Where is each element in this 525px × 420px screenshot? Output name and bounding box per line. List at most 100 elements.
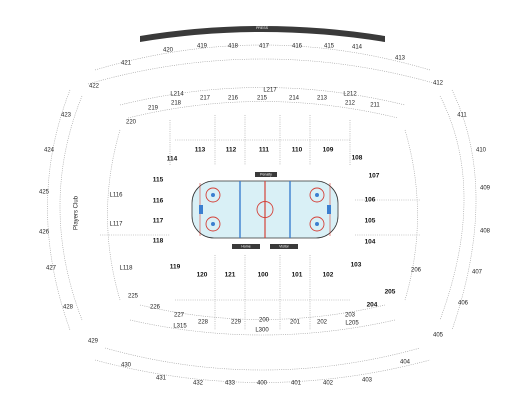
center-circle	[256, 201, 274, 218]
section-label[interactable]: 102	[323, 272, 334, 279]
section-label[interactable]: 205	[385, 289, 396, 296]
section-label[interactable]: 407	[472, 270, 483, 276]
section-label[interactable]: 228	[198, 320, 209, 326]
section-label[interactable]: 103	[351, 262, 362, 269]
press-box-label: PRESS	[256, 26, 269, 30]
section-label[interactable]: 216	[228, 96, 239, 102]
section-label[interactable]: 433	[225, 381, 236, 387]
section-label[interactable]: 406	[458, 301, 469, 307]
section-label[interactable]: 107	[369, 173, 380, 180]
section-label[interactable]: L116	[110, 193, 124, 199]
section-label[interactable]: 219	[148, 106, 159, 112]
press-box-bar	[140, 26, 385, 42]
section-label[interactable]: 405	[433, 333, 444, 339]
section-label[interactable]: 110	[292, 147, 303, 154]
section-label[interactable]: L300	[255, 328, 269, 334]
section-label[interactable]: 404	[400, 360, 411, 366]
section-label[interactable]: 428	[63, 305, 74, 311]
section-label[interactable]: 206	[411, 268, 422, 274]
section-label[interactable]: 401	[291, 381, 302, 387]
section-label[interactable]: 419	[197, 44, 208, 50]
visitor-bench-label: Visitor	[279, 245, 289, 249]
section-label[interactable]: 423	[61, 113, 72, 119]
goal-crease-right	[327, 205, 331, 214]
section-label[interactable]: 101	[292, 272, 303, 279]
section-label[interactable]: 411	[457, 113, 467, 119]
section-label[interactable]: 414	[352, 45, 363, 51]
section-label[interactable]: 429	[88, 339, 99, 345]
section-label[interactable]: 412	[433, 81, 444, 87]
section-label[interactable]: 113	[195, 147, 206, 154]
section-label[interactable]: L315	[173, 324, 187, 330]
section-label[interactable]: 116	[153, 198, 164, 205]
faceoff-dot	[211, 193, 215, 197]
section-label[interactable]: 117	[153, 218, 164, 225]
section-label[interactable]: 119	[170, 264, 181, 271]
section-label[interactable]: L214	[170, 92, 184, 98]
section-label[interactable]: 114	[167, 156, 178, 163]
section-label[interactable]: 215	[257, 96, 268, 102]
section-label[interactable]: L118	[120, 266, 134, 272]
section-label[interactable]: 104	[365, 239, 376, 246]
section-label[interactable]: 421	[121, 61, 132, 67]
section-label[interactable]: 202	[317, 320, 328, 326]
section-label[interactable]: 403	[362, 378, 373, 384]
section-label[interactable]: 106	[365, 197, 376, 204]
section-label[interactable]: 426	[39, 230, 50, 236]
section-label[interactable]: 200	[259, 318, 270, 324]
section-label[interactable]: 413	[395, 56, 406, 62]
section-label[interactable]: 212	[345, 101, 356, 107]
section-label[interactable]: 121	[225, 272, 236, 279]
section-label[interactable]: 417	[259, 44, 270, 50]
section-label[interactable]: 420	[163, 48, 174, 54]
section-label[interactable]: 108	[352, 155, 363, 162]
section-label[interactable]: 408	[480, 229, 491, 235]
section-label[interactable]: 115	[153, 177, 164, 184]
section-label[interactable]: 402	[323, 381, 334, 387]
section-label[interactable]: 100	[258, 272, 269, 279]
section-label[interactable]: 225	[128, 294, 139, 300]
section-label[interactable]: 120	[197, 272, 208, 279]
section-label[interactable]: 218	[171, 101, 182, 107]
section-label[interactable]: L212	[343, 92, 357, 98]
section-label[interactable]: 409	[480, 186, 491, 192]
section-label[interactable]: 431	[156, 376, 167, 382]
players-club-label: Players Club	[74, 195, 80, 230]
section-labels: 420 419 418 417 416 415 414 413 412 411 …	[39, 44, 491, 387]
section-label[interactable]: 211	[370, 103, 380, 109]
section-label[interactable]: 422	[89, 84, 100, 90]
section-label[interactable]: 111	[259, 147, 270, 154]
section-label[interactable]: 415	[324, 44, 335, 50]
penalty-box-label: Penalty	[260, 173, 272, 177]
section-label[interactable]: 112	[226, 147, 237, 154]
section-label[interactable]: 217	[200, 96, 211, 102]
section-label[interactable]: 416	[292, 44, 303, 50]
ice-rink[interactable]	[191, 180, 339, 239]
section-label[interactable]: 220	[126, 120, 137, 126]
section-label[interactable]: 424	[44, 148, 55, 154]
section-label[interactable]: 227	[174, 313, 185, 319]
section-label[interactable]: 203	[345, 313, 356, 319]
section-label[interactable]: L217	[263, 88, 277, 94]
section-label[interactable]: 425	[39, 190, 50, 196]
section-label[interactable]: 204	[367, 302, 378, 309]
section-label[interactable]: 226	[150, 305, 161, 311]
section-label[interactable]: 201	[290, 320, 301, 326]
home-bench-label: Home	[241, 245, 250, 249]
section-label[interactable]: 427	[46, 266, 57, 272]
section-label[interactable]: L205	[345, 321, 359, 327]
section-label[interactable]: 418	[228, 44, 239, 50]
section-label[interactable]: 432	[193, 381, 204, 387]
faceoff-dot	[211, 222, 215, 226]
section-label[interactable]: 400	[257, 381, 268, 387]
section-label[interactable]: 430	[121, 363, 132, 369]
section-label[interactable]: 118	[153, 238, 164, 245]
section-label[interactable]: 109	[323, 147, 334, 154]
section-label[interactable]: 214	[289, 96, 300, 102]
section-label[interactable]: 229	[231, 320, 242, 326]
section-label[interactable]: 213	[317, 96, 328, 102]
section-label[interactable]: 410	[476, 148, 487, 154]
section-label[interactable]: 105	[365, 218, 376, 225]
section-label[interactable]: L117	[110, 222, 124, 228]
